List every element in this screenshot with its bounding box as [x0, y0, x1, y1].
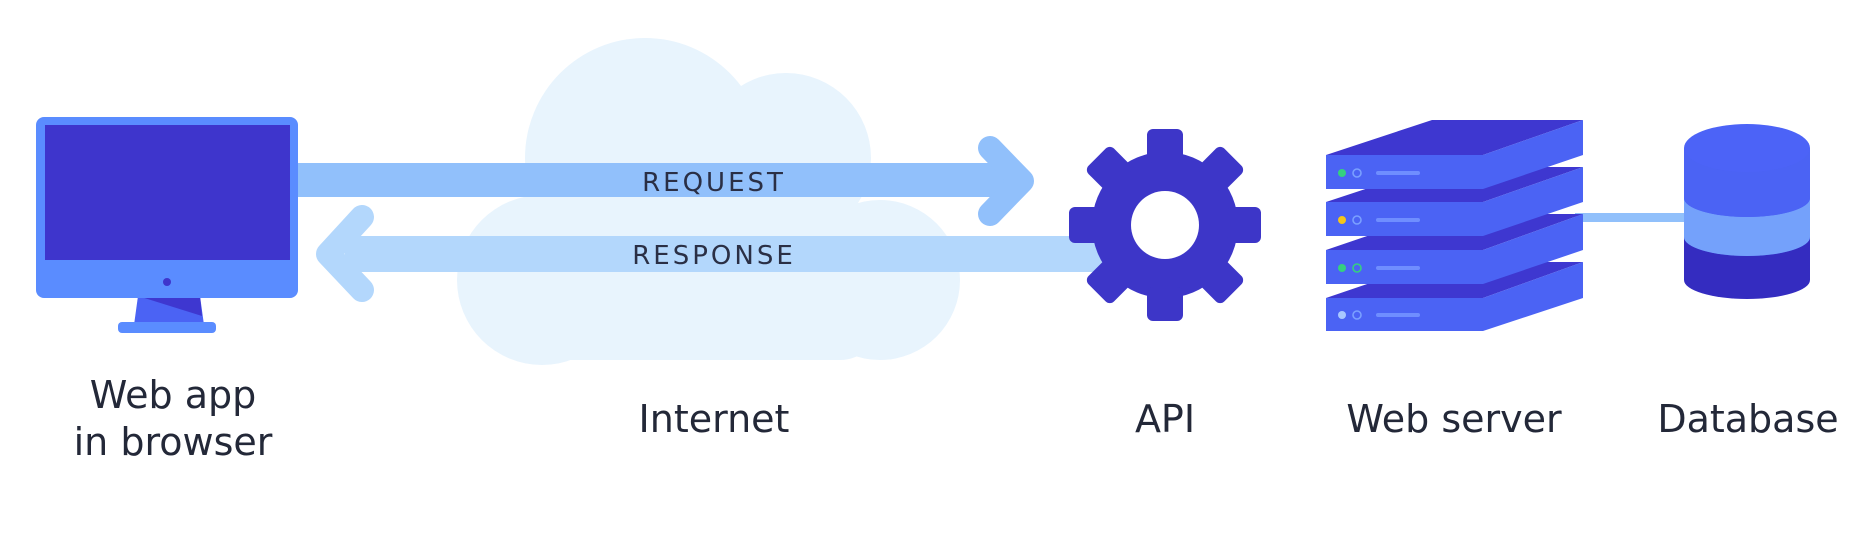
database-icon: [1684, 124, 1810, 299]
request-arrow: REQUEST: [295, 136, 1034, 226]
web-app-label-line2: in browser: [74, 420, 273, 464]
status-ring: [1352, 310, 1362, 320]
server-database-connector: [1575, 213, 1695, 222]
web-server-label: Web server: [1346, 397, 1562, 441]
status-ring: [1352, 168, 1362, 178]
monitor-icon: [36, 117, 298, 333]
status-light: [1338, 169, 1346, 177]
response-label: RESPONSE: [632, 241, 796, 271]
server-unit: [1326, 120, 1583, 189]
internet-label: Internet: [639, 397, 790, 441]
gear-icon: [1069, 129, 1261, 321]
status-light: [1338, 264, 1346, 272]
response-arrow: RESPONSE: [316, 205, 1115, 302]
web-app-label-line1: Web app: [90, 373, 256, 417]
request-label: REQUEST: [642, 168, 786, 198]
status-light: [1338, 216, 1346, 224]
status-ring: [1352, 263, 1362, 273]
database-label: Database: [1657, 397, 1838, 441]
server-stack-icon: [1326, 120, 1583, 331]
cloud-icon: [457, 38, 960, 365]
status-light: [1338, 311, 1346, 319]
status-ring: [1352, 215, 1362, 225]
api-label: API: [1135, 397, 1195, 441]
